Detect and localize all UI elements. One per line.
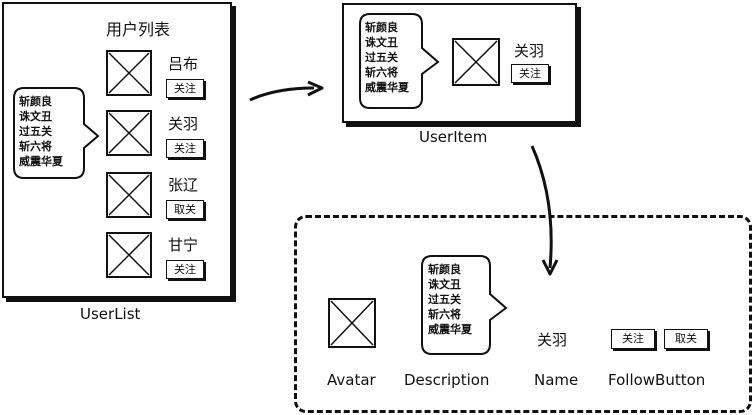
avatar-placeholder bbox=[106, 50, 152, 96]
description-text: 斩颜良 诛文丑 过五关 斩六将 威震华夏 bbox=[428, 263, 472, 336]
avatar-placeholder bbox=[106, 110, 152, 156]
speech-bubble bbox=[10, 86, 100, 186]
speech-bubble bbox=[418, 254, 512, 362]
avatar-placeholder bbox=[328, 298, 376, 348]
components-panel bbox=[294, 215, 752, 413]
userlist-caption: UserList bbox=[80, 305, 141, 323]
avatar-placeholder bbox=[106, 232, 152, 278]
follow-button[interactable]: 关注 bbox=[166, 79, 204, 98]
followbutton-label: FollowButton bbox=[608, 371, 706, 389]
follow-button[interactable]: 关注 bbox=[511, 64, 549, 83]
arrow-right bbox=[249, 80, 324, 102]
description-label: Description bbox=[404, 371, 490, 389]
description-text: 斩颜良 诛文丑 过五关 斩六将 威震华夏 bbox=[19, 95, 63, 168]
unfollow-button[interactable]: 取关 bbox=[166, 200, 204, 219]
avatar-placeholder bbox=[106, 172, 152, 218]
user-name: 吕布 bbox=[168, 55, 199, 73]
user-name: 甘宁 bbox=[168, 236, 199, 254]
follow-button[interactable]: 关注 bbox=[166, 139, 204, 158]
avatar-placeholder bbox=[452, 38, 500, 86]
avatar-label: Avatar bbox=[327, 371, 376, 389]
follow-button[interactable]: 关注 bbox=[611, 329, 655, 349]
user-name: 张辽 bbox=[168, 176, 199, 194]
arrow-down bbox=[530, 145, 559, 276]
user-name: 关羽 bbox=[168, 115, 199, 133]
user-name: 关羽 bbox=[537, 331, 568, 349]
useritem-caption: UserItem bbox=[419, 128, 488, 146]
userlist-title: 用户列表 bbox=[106, 20, 171, 39]
name-label: Name bbox=[534, 371, 579, 389]
user-name: 关羽 bbox=[514, 42, 545, 60]
description-text: 斩颜良 诛文丑 过五关 斩六将 威震华夏 bbox=[365, 21, 409, 94]
follow-button[interactable]: 关注 bbox=[166, 260, 204, 279]
speech-bubble bbox=[356, 12, 446, 116]
unfollow-button[interactable]: 取关 bbox=[664, 329, 708, 349]
